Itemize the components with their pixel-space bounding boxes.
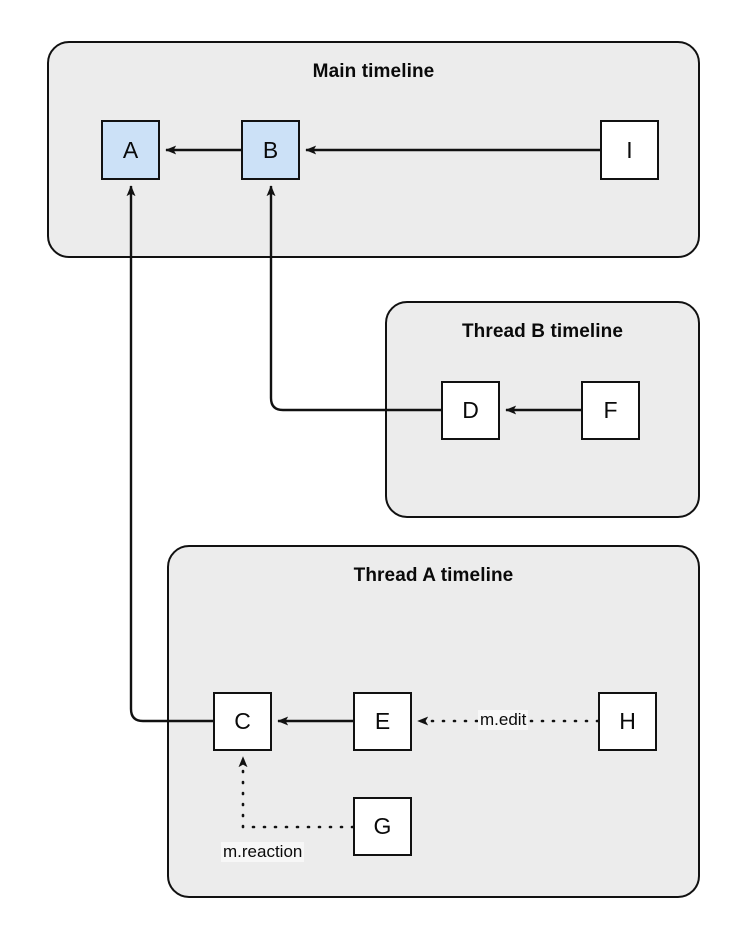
node-i[interactable]: I — [600, 120, 659, 180]
edge-g-to-c — [238, 755, 355, 829]
node-f[interactable]: F — [581, 381, 640, 440]
edge-label-m-reaction: m.reaction — [221, 842, 305, 862]
node-d[interactable]: D — [441, 381, 500, 440]
node-a[interactable]: A — [101, 120, 160, 180]
edge-d-to-b — [266, 185, 441, 412]
edge-c-to-a — [126, 185, 213, 723]
node-e[interactable]: E — [353, 692, 412, 751]
group-thread-b-timeline-title: Thread B timeline — [461, 321, 624, 342]
group-thread-a-timeline-title: Thread A timeline — [353, 565, 514, 586]
node-h[interactable]: H — [598, 692, 657, 751]
node-c[interactable]: C — [213, 692, 272, 751]
node-b[interactable]: B — [241, 120, 300, 180]
node-g[interactable]: G — [353, 797, 412, 856]
edge-label-m-edit: m.edit — [478, 710, 529, 730]
group-main-timeline-title: Main timeline — [312, 61, 435, 82]
